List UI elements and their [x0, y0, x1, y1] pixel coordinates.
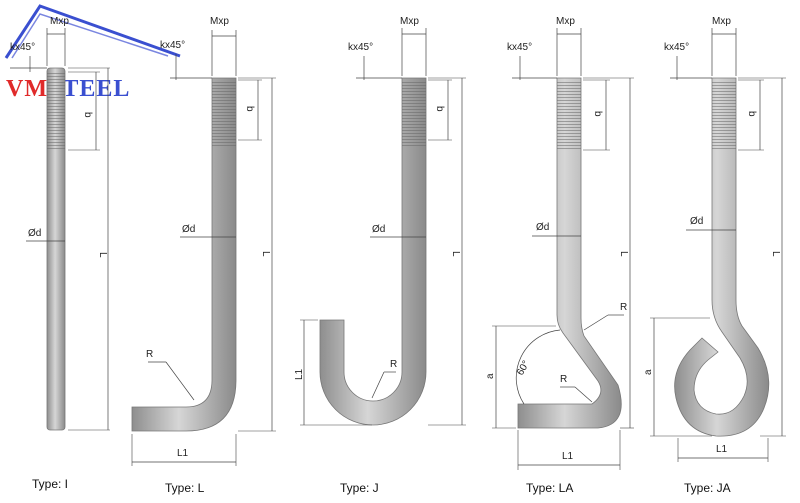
- thread-length-label: b: [746, 111, 757, 117]
- thread-section: [712, 80, 736, 150]
- brand-logo: VMSTEEL: [4, 4, 181, 102]
- length-label: L: [260, 251, 271, 257]
- bolt-type-j: Mxp kx45° b Ød L R L1 Type: J: [294, 16, 466, 495]
- leg-length-label: L1: [562, 451, 574, 462]
- svg-text:VMSTEEL: VMSTEEL: [6, 76, 130, 102]
- height-label: a: [485, 373, 496, 379]
- chamfer-label: kx45°: [348, 42, 373, 53]
- radius-label-lower: R: [560, 374, 567, 385]
- angle-arc: [515, 329, 561, 405]
- diameter-label: Ød: [372, 224, 385, 235]
- logo-text-blue: TEEL: [62, 76, 130, 102]
- thread-length-label: b: [592, 111, 603, 117]
- radius-label-upper: R: [620, 302, 627, 313]
- angle-label: 60°: [515, 359, 532, 378]
- type-caption: Type: L: [165, 481, 205, 495]
- rod: [674, 77, 770, 437]
- thread-label: Mxp: [712, 16, 731, 27]
- type-caption: Type: JA: [684, 481, 731, 495]
- diameter-label: Ød: [182, 224, 195, 235]
- length-label: L: [770, 251, 781, 257]
- thread-section: [402, 80, 426, 148]
- bolt-type-i: Mxp kx45° b Ød L Type: I: [10, 16, 110, 491]
- thread-label: Mxp: [556, 16, 575, 27]
- thread-label: Mxp: [400, 16, 419, 27]
- bolt-type-la: Mxp kx45° b Ød L R R 60° a: [485, 16, 634, 495]
- leg-length-label: L1: [716, 444, 728, 455]
- chamfer-label: kx45°: [10, 42, 35, 53]
- thread-label: Mxp: [210, 16, 229, 27]
- chamfer-label: kx45°: [507, 42, 532, 53]
- leg-length-label: L1: [177, 448, 189, 459]
- type-caption: Type: I: [32, 477, 68, 491]
- thread-label: Mxp: [50, 16, 69, 27]
- type-caption: Type: LA: [526, 481, 573, 495]
- length-label: L: [97, 252, 108, 258]
- bolt-type-l: Mxp kx45° b Ød L R L1 Type: L: [131, 16, 276, 495]
- diameter-label: Ød: [690, 216, 703, 227]
- diameter-label: Ød: [28, 228, 41, 239]
- diameter-label: Ød: [536, 222, 549, 233]
- thread-section: [47, 72, 65, 150]
- radius-label: R: [390, 359, 397, 370]
- chamfer-label: kx45°: [160, 40, 185, 51]
- leg-length-label: L1: [294, 368, 305, 380]
- thread-length-label: b: [244, 106, 255, 112]
- height-label: a: [643, 369, 654, 375]
- thread-length-label: b: [82, 112, 93, 118]
- thread-section: [212, 80, 236, 148]
- rod: [517, 77, 622, 429]
- radius-label: R: [146, 349, 153, 360]
- length-label: L: [450, 251, 461, 257]
- chamfer-label: kx45°: [664, 42, 689, 53]
- thread-section: [557, 80, 581, 150]
- type-caption: Type: J: [340, 481, 379, 495]
- length-label: L: [618, 251, 629, 257]
- thread-length-label: b: [434, 106, 445, 112]
- bolt-type-ja: Mxp kx45° b Ød L a L1 Type: JA: [643, 16, 786, 495]
- logo-roof-shape: [4, 4, 181, 59]
- rod: [46, 67, 66, 431]
